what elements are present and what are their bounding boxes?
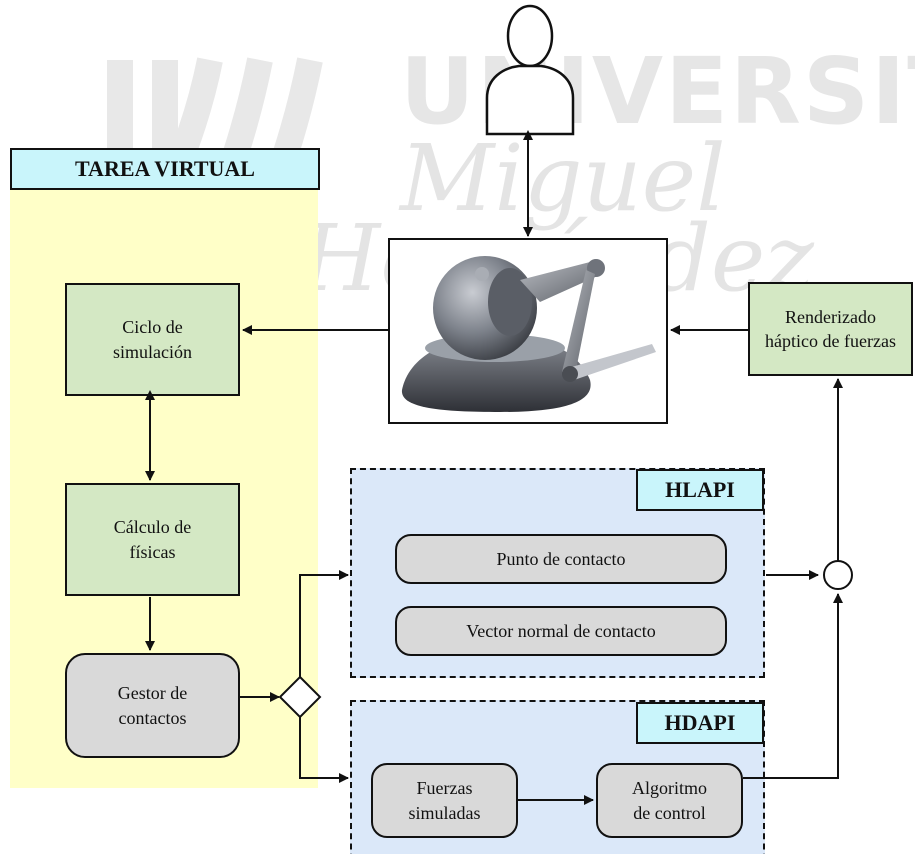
haptic-device-image: [401, 256, 656, 412]
renderizado-line-1: Renderizado: [785, 306, 876, 327]
renderizado-line-2: háptico de fuerzas: [765, 331, 896, 351]
watermark-line-2: Miguel: [400, 125, 726, 232]
fuerzas-line-1: Fuerzas: [416, 778, 473, 799]
sum-junction-icon: [823, 560, 853, 590]
fuerzas-simuladas-box: Fuerzas simuladas: [371, 763, 518, 838]
ciclo-line-2: simulación: [113, 341, 192, 362]
gestor-line-2: contactos: [118, 707, 187, 728]
tarea-virtual-title: TAREA VIRTUAL: [10, 148, 320, 190]
decision-diamond-icon: [278, 675, 322, 719]
calculo-fisicas-box: Cálculo de físicas: [65, 483, 240, 596]
hdapi-title: HDAPI: [636, 702, 764, 744]
ciclo-line-1: Ciclo de: [122, 317, 183, 338]
calculo-line-2: físicas: [129, 541, 176, 562]
user-icon: [485, 4, 575, 136]
ciclo-simulacion-box: Ciclo de simulación: [65, 283, 240, 396]
algoritmo-junction-arrow: [743, 593, 843, 779]
renderizado-box: Renderizado háptico de fuerzas: [748, 282, 913, 376]
algoritmo-control-box: Algoritmo de control: [596, 763, 743, 838]
hlapi-title: HLAPI: [636, 469, 764, 511]
vector-normal-box: Vector normal de contacto: [395, 606, 727, 656]
algoritmo-line-1: Algoritmo: [632, 778, 707, 799]
algoritmo-line-2: de control: [633, 802, 706, 823]
gestor-contactos-box: Gestor de contactos: [65, 653, 240, 758]
gestor-line-1: Gestor de: [117, 683, 188, 704]
diamond-hdapi-arrow: [299, 717, 349, 783]
fuerzas-line-2: simuladas: [408, 802, 481, 823]
haptic-device-frame: [388, 238, 668, 424]
calculo-line-1: Cálculo de: [113, 517, 192, 538]
diamond-hlapi-arrow: [299, 570, 349, 677]
punto-contacto-box: Punto de contacto: [395, 534, 727, 584]
